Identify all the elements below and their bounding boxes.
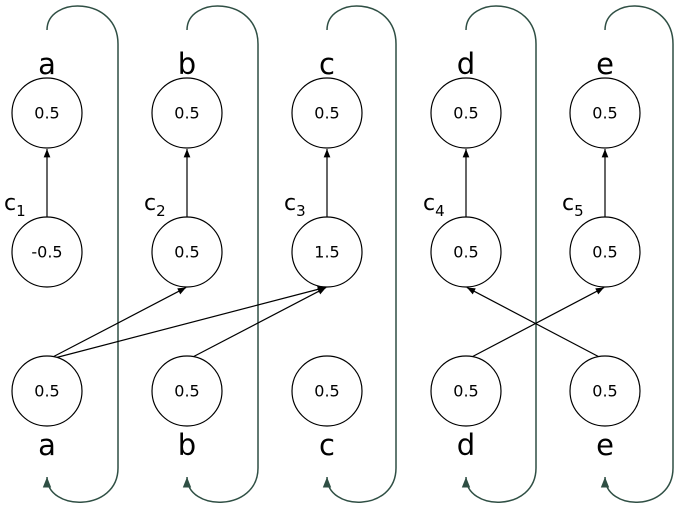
bottom-node-a-circle — [11, 355, 83, 427]
feedback-loop-e — [600, 5, 674, 503]
bottom-node-e-circle — [569, 355, 641, 427]
top-label-a: a — [38, 47, 56, 81]
bottom-node-c-value: 0.5 — [314, 382, 339, 401]
bottom-label-e: e — [596, 428, 614, 462]
bottom-label-c: c — [319, 428, 335, 462]
c-label-3: c3 — [284, 191, 306, 220]
top-node-c-value: 0.5 — [314, 104, 339, 123]
top-label-e: e — [596, 47, 614, 81]
top-node-b-value: 0.5 — [174, 104, 199, 123]
feedback-loop-a — [42, 5, 119, 503]
feedback-loops — [42, 5, 674, 503]
c-label-subscript: 2 — [156, 202, 166, 220]
top-node-e-value: 0.5 — [592, 104, 617, 123]
c-label-2: c2 — [144, 191, 166, 220]
top-node-a-circle — [11, 77, 83, 149]
bottom-node-e: 0.5 — [569, 355, 641, 427]
bottom-node-c-circle — [291, 355, 363, 427]
mid-node-e-circle — [569, 216, 641, 288]
mid-node-d-circle — [430, 216, 502, 288]
c-label-subscript: 4 — [435, 202, 445, 220]
bottom-node-c: 0.5 — [291, 355, 363, 427]
edge-a-to-b — [46, 286, 187, 361]
mid-node-d-value: 0.5 — [453, 243, 478, 262]
c-label-subscript: 1 — [16, 202, 26, 220]
c-label-main: c — [4, 191, 16, 216]
mid-node-b-circle — [151, 216, 223, 288]
mid-node-a-circle — [11, 216, 83, 288]
c-label-main: c — [144, 191, 156, 216]
top-node-e: 0.5 — [569, 77, 641, 149]
top-label-b: b — [178, 47, 196, 81]
top-label-d: d — [457, 47, 475, 81]
top-node-d: 0.5 — [430, 77, 502, 149]
bottom-node-b-value: 0.5 — [174, 382, 199, 401]
c-label-4: c4 — [423, 191, 445, 220]
bottom-node-e-value: 0.5 — [592, 382, 617, 401]
mid-node-b-value: 0.5 — [174, 243, 199, 262]
c-label-main: c — [562, 191, 574, 216]
mid-node-e: 0.5 — [569, 216, 641, 288]
mid-node-a: -0.5 — [11, 216, 83, 288]
bottom-node-a: 0.5 — [11, 355, 83, 427]
bottom-node-d-circle — [430, 355, 502, 427]
top-node-a-value: 0.5 — [34, 104, 59, 123]
mid-node-c-value: 1.5 — [314, 243, 339, 262]
top-node-a: 0.5 — [11, 77, 83, 149]
bottom-node-b: 0.5 — [151, 355, 223, 427]
top-node-d-circle — [430, 77, 502, 149]
feedback-loop-b — [182, 5, 259, 503]
bottom-node-d-value: 0.5 — [453, 382, 478, 401]
bottom-node-b-circle — [151, 355, 223, 427]
edge-e-to-d — [466, 286, 606, 361]
c-label-1: c1 — [4, 191, 26, 220]
mid-node-d: 0.5 — [430, 216, 502, 288]
c-label-subscript: 5 — [574, 202, 584, 220]
mid-node-c: 1.5 — [291, 216, 363, 288]
mid-node-a-value: -0.5 — [31, 243, 62, 262]
top-node-b: 0.5 — [151, 77, 223, 149]
top-node-c: 0.5 — [291, 77, 363, 149]
top-node-e-circle — [569, 77, 641, 149]
bottom-node-d: 0.5 — [430, 355, 502, 427]
edges — [43, 149, 609, 361]
top-node-d-value: 0.5 — [453, 104, 478, 123]
bottom-label-d: d — [457, 428, 475, 462]
nodes: 0.5 -0.5 0.5 0.5 0.5 0.5 0.5 1.5 0.5 0.5 0.5 0.5 0.5… — [11, 77, 641, 427]
c-label-subscript: 3 — [296, 202, 306, 220]
bottom-label-b: b — [178, 428, 196, 462]
top-node-b-circle — [151, 77, 223, 149]
bottom-label-a: a — [38, 428, 56, 462]
edge-b-to-c — [186, 286, 327, 361]
c-label-main: c — [423, 191, 435, 216]
feedback-loop-d — [461, 5, 537, 503]
feedback-loop-c — [322, 5, 397, 503]
mid-node-c-circle — [291, 216, 363, 288]
edge-a-to-c — [46, 286, 327, 361]
c-label-5: c5 — [562, 191, 584, 220]
bottom-node-a-value: 0.5 — [34, 382, 59, 401]
mid-node-e-value: 0.5 — [592, 243, 617, 262]
top-node-c-circle — [291, 77, 363, 149]
top-label-c: c — [319, 47, 335, 81]
mid-node-b: 0.5 — [151, 216, 223, 288]
c-label-main: c — [284, 191, 296, 216]
